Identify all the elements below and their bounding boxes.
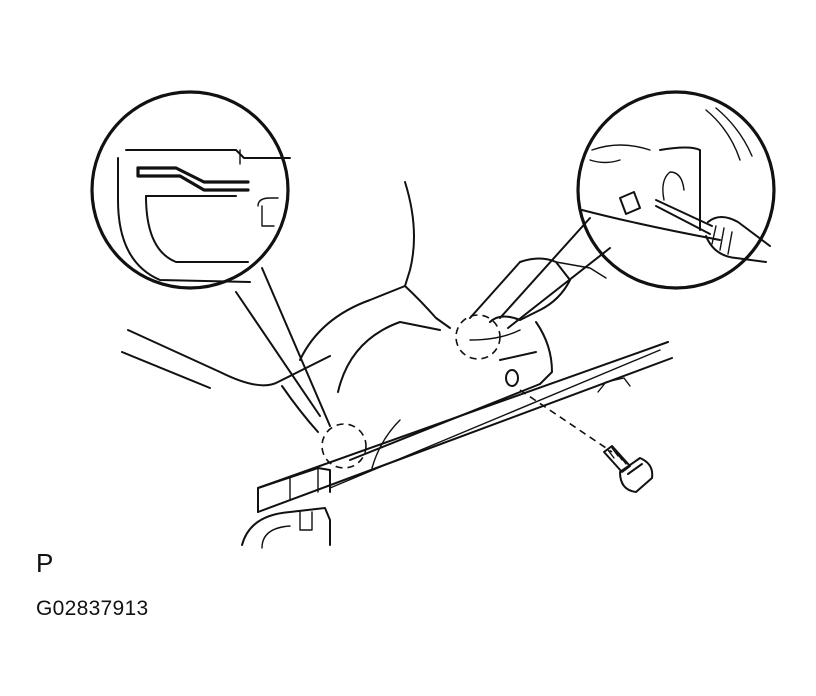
detail-circle-right	[455, 314, 501, 360]
seat-cushion-side	[121, 181, 607, 469]
screw-guide-line	[519, 389, 613, 453]
screw-hole	[505, 369, 519, 387]
screw	[603, 445, 654, 493]
view-letter-label: P	[36, 548, 54, 578]
callout-left	[90, 90, 331, 427]
callout-right	[499, 90, 776, 329]
figure-code-label: G02837913	[36, 597, 149, 620]
detail-circle-left	[321, 423, 367, 469]
